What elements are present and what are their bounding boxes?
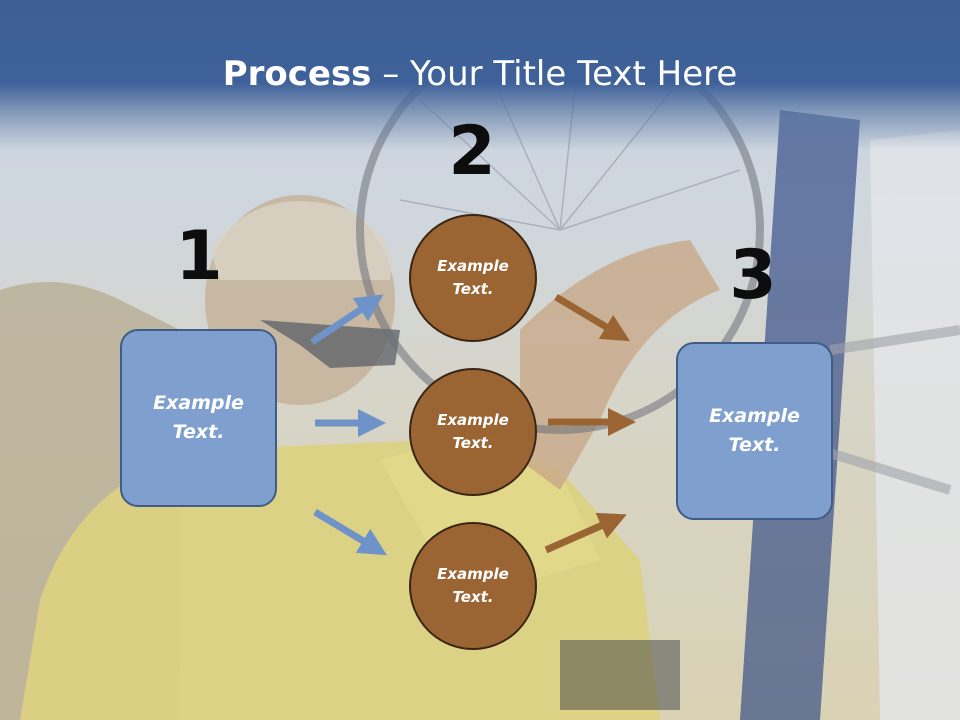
arrow-step1-to-top <box>310 294 384 345</box>
step-number-2: 2 <box>448 112 496 191</box>
slide-title-rest: – Your Title Text Here <box>371 54 738 94</box>
circle-bottom-label: Example Text. <box>437 565 509 606</box>
arrow-bottom-to-step3 <box>544 512 627 554</box>
arrow-top-to-step3 <box>554 293 631 342</box>
circle-top-label: Example Text. <box>437 257 509 298</box>
process-circle-bottom: Example Text. <box>409 522 537 650</box>
process-circle-middle: Example Text. <box>409 368 537 496</box>
step1-label: Example Text. <box>153 392 244 443</box>
process-circle-top: Example Text. <box>409 214 537 342</box>
step3-label: Example Text. <box>709 405 800 456</box>
arrow-step1-to-bottom <box>313 508 388 556</box>
title-band <box>0 0 960 150</box>
step3-box: Example Text. <box>676 342 833 520</box>
circle-middle-label: Example Text. <box>437 411 509 452</box>
step-number-3: 3 <box>729 236 777 315</box>
slide-title-bold: Process <box>222 54 372 94</box>
step-number-1: 1 <box>175 217 223 296</box>
step1-box: Example Text. <box>120 329 277 507</box>
slide-title: Process – Your Title Text Here <box>0 52 960 96</box>
